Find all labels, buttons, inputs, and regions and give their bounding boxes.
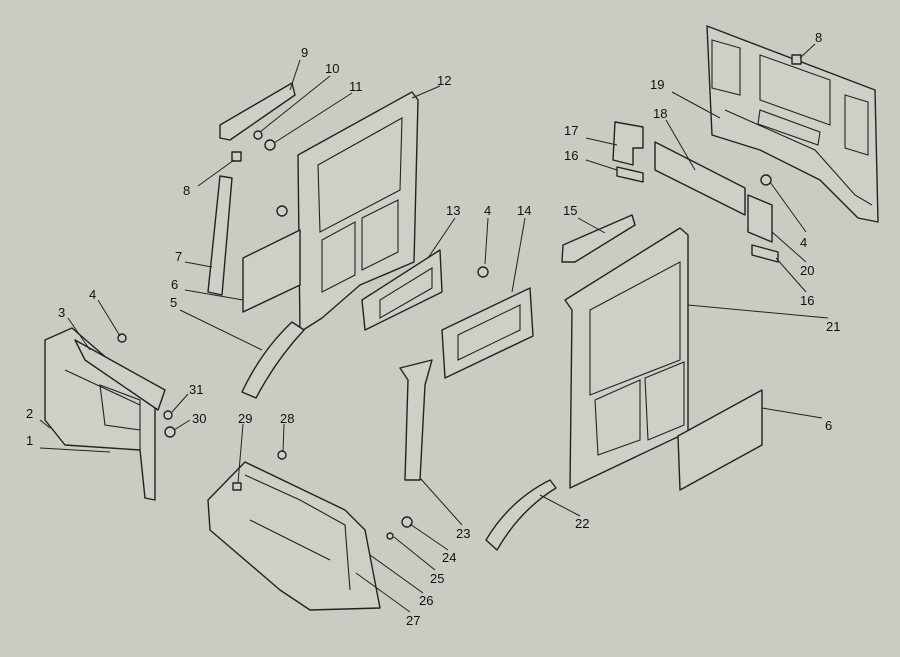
callout-22: 22 [575, 516, 589, 531]
callout-29: 29 [238, 411, 252, 426]
callout-16: 16 [564, 148, 578, 163]
rear-corner-panel-1 [44, 327, 166, 501]
arch-trim-22 [485, 479, 557, 551]
callout-labels: 9 10 11 12 8 13 4 14 15 17 16 18 19 8 4 … [26, 30, 840, 628]
pad-17 [612, 121, 644, 166]
callout-28: 28 [280, 411, 294, 426]
clip-8-left [231, 151, 242, 162]
clip-8-right [791, 54, 802, 65]
callout-4: 4 [800, 235, 807, 250]
callout-3: 3 [58, 305, 65, 320]
pad-20 [747, 194, 773, 243]
lower-cover-26 [207, 461, 381, 611]
insulation-6-left [242, 229, 301, 313]
side-panel-21 [564, 227, 689, 489]
pillar-23 [399, 359, 433, 481]
nut-30 [164, 426, 176, 438]
screw-28 [277, 450, 287, 460]
callout-8: 8 [815, 30, 822, 45]
callout-6: 6 [825, 418, 832, 433]
arch-trim-5 [241, 321, 305, 399]
washer-10 [253, 130, 263, 140]
leader-lines [39, 43, 829, 613]
callout-20: 20 [800, 263, 814, 278]
screw-24 [401, 516, 413, 528]
callout-7: 7 [175, 249, 182, 264]
callout-21: 21 [826, 319, 840, 334]
callout-31: 31 [189, 382, 203, 397]
callout-30: 30 [192, 411, 206, 426]
panel-14 [441, 287, 534, 379]
callout-17: 17 [564, 123, 578, 138]
callout-25: 25 [430, 571, 444, 586]
callout-4: 4 [89, 287, 96, 302]
callout-23: 23 [456, 526, 470, 541]
screw-4-right [760, 174, 772, 186]
callout-26: 26 [419, 593, 433, 608]
callout-9: 9 [301, 45, 308, 60]
callout-8: 8 [183, 183, 190, 198]
strip-7 [207, 175, 233, 296]
callout-6: 6 [171, 277, 178, 292]
callout-11: 11 [349, 79, 363, 94]
trim-9 [219, 82, 296, 141]
panel-13 [361, 249, 443, 331]
callout-19: 19 [650, 77, 664, 92]
callout-13: 13 [446, 203, 460, 218]
washer-31 [163, 410, 173, 420]
callout-27: 27 [406, 613, 420, 628]
pad-18 [654, 141, 746, 216]
callout-5: 5 [170, 295, 177, 310]
callout-10: 10 [325, 61, 339, 76]
clip-29 [232, 482, 242, 491]
screw-door [276, 205, 288, 217]
callout-24: 24 [442, 550, 456, 565]
pad-16-lower [751, 244, 779, 263]
pad-16-upper [616, 166, 644, 183]
trim-15 [561, 214, 636, 263]
callout-14: 14 [517, 203, 531, 218]
rear-panel-19 [706, 25, 879, 223]
callout-15: 15 [563, 203, 577, 218]
washer-25 [386, 532, 394, 540]
screw-4-center [477, 266, 489, 278]
callout-2: 2 [26, 406, 33, 421]
callout-1: 1 [26, 433, 33, 448]
callout-4: 4 [484, 203, 491, 218]
callout-18: 18 [653, 106, 667, 121]
callout-12: 12 [437, 73, 451, 88]
callout-16: 16 [800, 293, 814, 308]
screw-11 [264, 139, 276, 151]
insulation-6-right [677, 389, 763, 491]
